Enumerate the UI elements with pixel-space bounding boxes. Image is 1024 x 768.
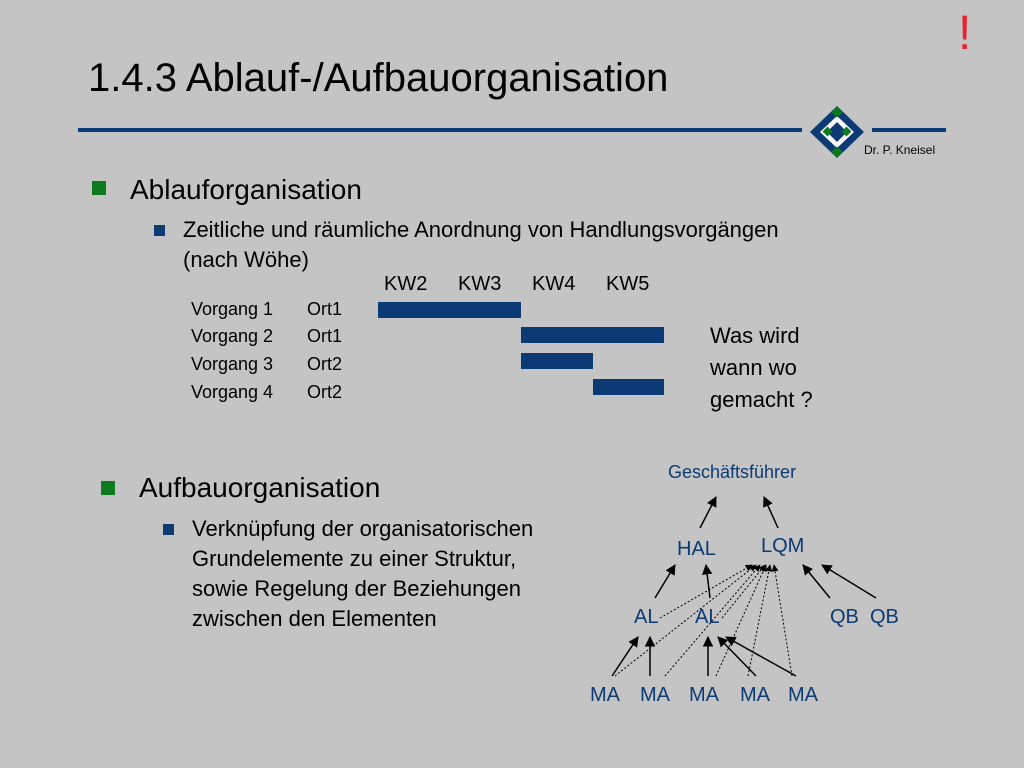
title-rule-right xyxy=(872,128,946,132)
org-node-ma: MA xyxy=(590,684,620,706)
org-node-ma: MA xyxy=(740,684,770,706)
aufbau-description-line: sowie Regelung der Beziehungen xyxy=(192,576,522,601)
aufbau-description: Verknüpfung der organisatorischen Grunde… xyxy=(192,514,612,634)
bullet-green-icon xyxy=(92,181,106,195)
org-node-ma: MA xyxy=(788,684,818,706)
week-label: KW2 xyxy=(384,273,428,295)
gantt-bar xyxy=(378,302,521,318)
dotted-link-lqm xyxy=(771,564,793,677)
dotted-link-lqm xyxy=(659,564,753,619)
aufbau-description-line: Verknüpfung der organisatorischen xyxy=(192,516,534,541)
org-node-al: AL xyxy=(695,606,720,628)
slide-title: 1.4.3 Ablauf-/Aufbauorganisation xyxy=(88,56,669,100)
bullet-blue-icon xyxy=(163,524,174,535)
aufbau-heading: Aufbauorganisation xyxy=(139,472,381,503)
week-label: KW4 xyxy=(532,273,576,295)
arrow-al-hal xyxy=(701,563,713,599)
arrow-lqm-gf xyxy=(763,496,779,529)
aufbau-description-line: Grundelemente zu einer Struktur, xyxy=(192,546,517,571)
org-node-hal: HAL xyxy=(677,538,716,560)
question-text: Was wird wann wo gemacht ? xyxy=(710,320,813,416)
dotted-link-lqm xyxy=(664,564,761,677)
ablauf-description-line: Zeitliche und räumliche Anordnung von Ha… xyxy=(183,217,779,242)
task-name: Vorgang 4 xyxy=(191,382,274,402)
org-node-qb: QB xyxy=(830,606,859,628)
ablauf-description-line: (nach Wöhe) xyxy=(183,247,309,272)
week-label: KW5 xyxy=(606,273,650,295)
org-node-lqm: LQM xyxy=(761,535,805,557)
arrow-qb-lqm xyxy=(802,564,831,599)
question-line: gemacht ? xyxy=(710,387,813,412)
org-node-ma: MA xyxy=(640,684,670,706)
title-rule-left xyxy=(78,128,802,132)
author-label: Dr. P. Kneisel xyxy=(864,143,936,157)
org-node-al: AL xyxy=(634,606,659,628)
aufbau-description-line: zwischen den Elementen xyxy=(192,606,437,631)
dotted-link-lqm xyxy=(614,564,757,677)
dotted-link-lqm xyxy=(747,564,773,677)
org-node-ma: MA xyxy=(689,684,719,706)
diamond-logo-icon xyxy=(810,106,864,158)
task-name: Vorgang 2 xyxy=(191,326,274,346)
task-name: Vorgang 3 xyxy=(191,354,274,374)
task-place: Ort1 xyxy=(307,326,343,346)
arrow-qb-lqm xyxy=(821,564,877,599)
bullet-blue-icon xyxy=(154,225,165,236)
exclamation-mark: ! xyxy=(958,7,972,60)
task-name: Vorgang 1 xyxy=(191,299,274,319)
org-node-qb: QB xyxy=(870,606,899,628)
gantt-bar xyxy=(592,379,664,395)
ablauf-description: Zeitliche und räumliche Anordnung von Ha… xyxy=(183,215,903,275)
dotted-link-lqm xyxy=(715,564,767,677)
arrow-al-hal xyxy=(654,564,676,599)
task-place: Ort1 xyxy=(307,299,343,319)
question-line: Was wird xyxy=(710,323,800,348)
arrow-hal-gf xyxy=(699,496,717,529)
bullet-green-icon xyxy=(101,481,115,495)
ablauf-heading: Ablauforganisation xyxy=(130,174,362,205)
task-place: Ort2 xyxy=(307,354,343,374)
org-node-gf: Geschäftsführer xyxy=(668,462,797,482)
gantt-bar xyxy=(521,353,593,369)
task-place: Ort2 xyxy=(307,382,343,402)
question-line: wann wo xyxy=(710,355,797,380)
arrow-ma-al xyxy=(717,636,757,677)
arrow-ma-al xyxy=(725,636,797,677)
dotted-link-lqm xyxy=(721,564,766,619)
arrow-ma-al xyxy=(611,636,639,677)
gantt-bar xyxy=(521,327,664,343)
week-label: KW3 xyxy=(458,273,502,295)
